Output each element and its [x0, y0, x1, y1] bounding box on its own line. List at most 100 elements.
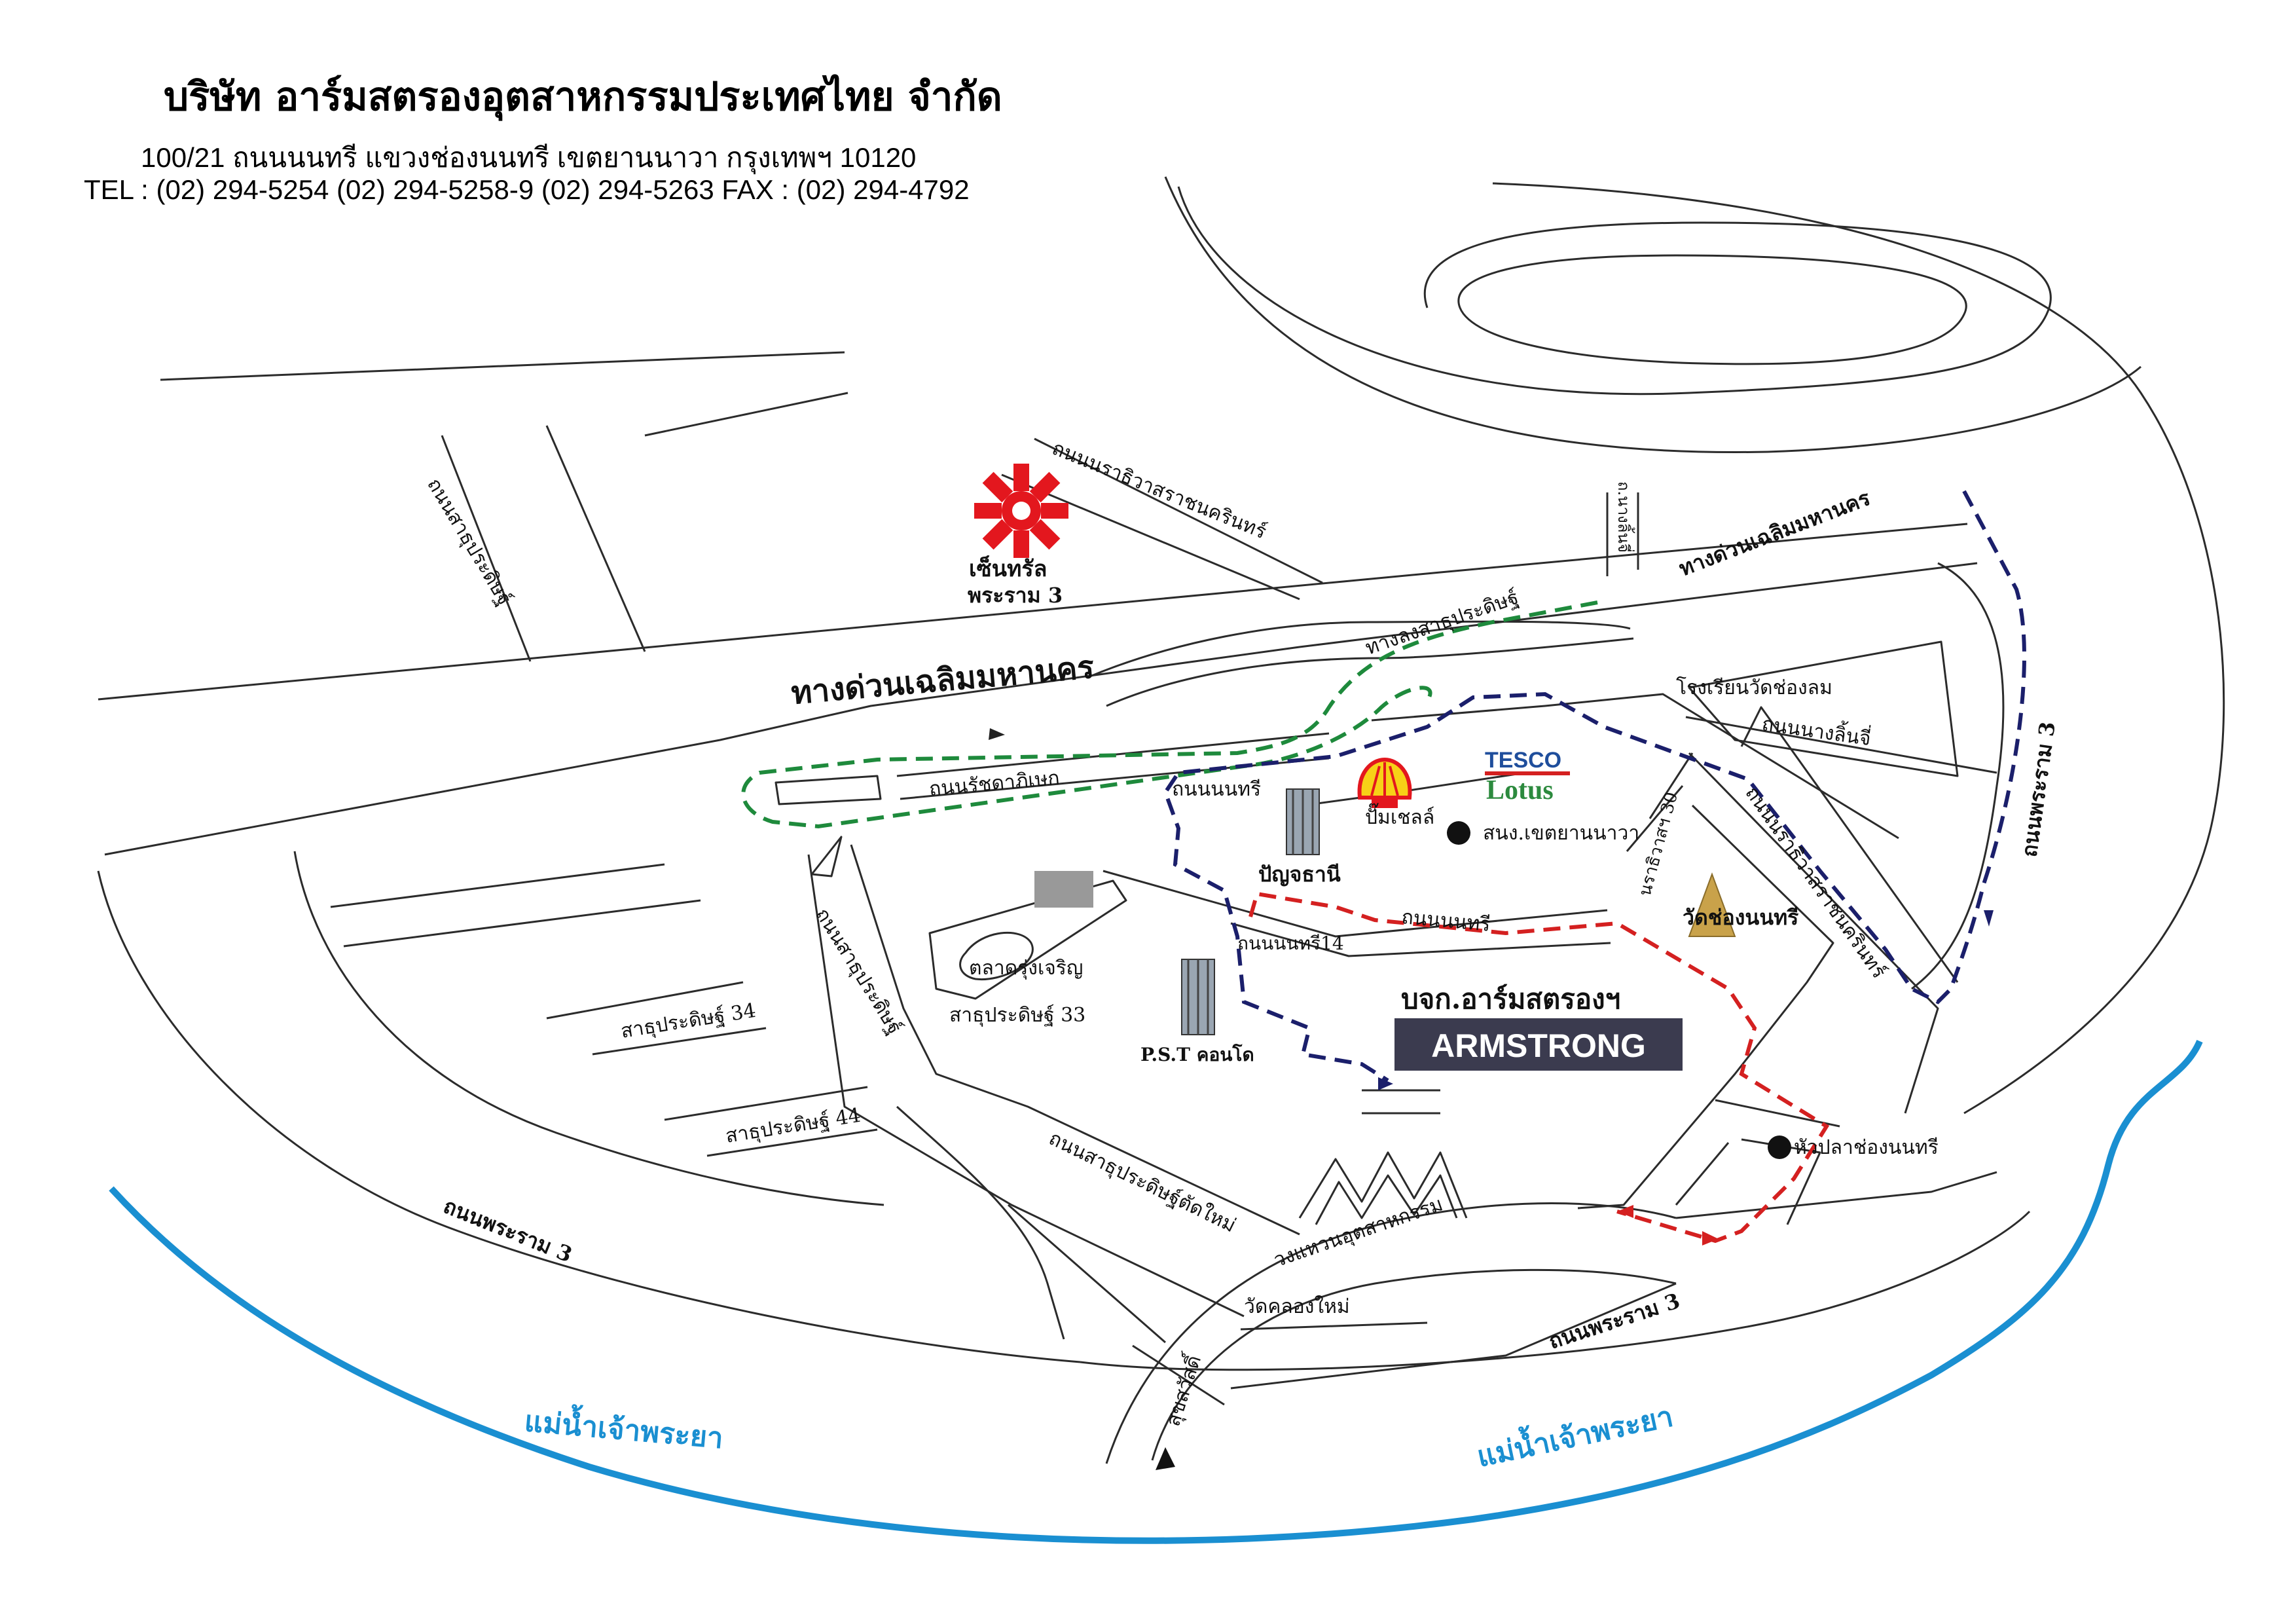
chao-phraya-river: [109, 1039, 2203, 1544]
sathu-cut-road-2: [1008, 1204, 1166, 1344]
temple-block: [1577, 804, 1834, 1209]
rama3-left-inner: [293, 851, 884, 1206]
direction-arrow-icon: [1617, 1205, 1633, 1218]
shell-label: ปั๊มเชลล์: [1365, 803, 1434, 829]
central-logo-icon: [974, 464, 1068, 558]
loop-road-outer: [1177, 186, 2052, 396]
soi-left-1: [330, 863, 665, 908]
narathiwat-top-label: ถนนนราธิวาสราชนครินทร์: [1049, 437, 1269, 544]
wat-khlong-mai-label: วัดคลองใหม่: [1244, 1295, 1350, 1318]
central-branch-label: พระราม 3: [968, 583, 1063, 608]
rama3-bottom-upper: [1675, 1171, 1997, 1219]
company-phones: TEL : (02) 294-5254 (02) 294-5258-9 (02)…: [84, 174, 970, 205]
direction-arrow-icon: [989, 728, 1005, 740]
direction-arrow-icon: [1156, 1447, 1175, 1470]
river-left-label: แม่น้ำเจ้าพระยา: [523, 1399, 725, 1455]
expressway-lower-edge: [104, 562, 1978, 856]
tesco-label: TESCO: [1485, 748, 1561, 773]
exit-ramp-outer: [1086, 620, 1631, 679]
market-loop: [959, 931, 1034, 981]
route-green: [741, 600, 1598, 829]
wat-khlong-mai-road: [1240, 1321, 1428, 1331]
armstrong-access-road: [1362, 1089, 1440, 1115]
sathu-cut-label: ถนนสาธุประดิษฐ์ตัดใหม่: [1045, 1127, 1239, 1238]
routes: [741, 490, 2026, 1470]
sathu-34-label: สาธุประดิษฐ์ 34: [619, 999, 757, 1044]
narathiwat-mid-label: ถนนนราธิวาสราชนครินทร์: [1740, 783, 1890, 983]
tesco-lotus-icon: TESCO Lotus: [1485, 748, 1570, 805]
market-block: [928, 879, 1127, 1000]
building-icon: [1181, 959, 1215, 1035]
rama3-left-inner-2: [896, 1105, 1065, 1340]
direction-arrow-icon: [1378, 1077, 1393, 1090]
sathu-pradit-main-1: [807, 854, 1245, 1318]
destination-brand-box: [1394, 1018, 1683, 1071]
road-narathiwat-top-1: [1034, 437, 1323, 584]
temple-label: วัดช่องนนทรี: [1683, 905, 1798, 930]
dot-icon: [1768, 1135, 1791, 1159]
pst-label: P.S.T คอนโด: [1140, 1043, 1254, 1065]
ring-zigzag: [1298, 1151, 1468, 1225]
triangle-island: [811, 836, 843, 877]
road-network: [97, 176, 2225, 1464]
industrial-ring-upper: [1105, 1202, 1677, 1464]
lotus-label: Lotus: [1486, 775, 1554, 805]
direction-arrow-icon: [1984, 910, 1994, 927]
hua-pla-block: [1675, 1099, 1840, 1225]
loop-road-inner: [1457, 254, 1967, 365]
loop-road-west: [1164, 176, 2141, 453]
sathu-pradit-main-2: [850, 844, 1300, 1236]
company-address: 100/21 ถนนนนทรี แขวงช่องนนทรี เขตยานนาวา…: [141, 142, 917, 173]
nonsi-upper-edge: [1371, 693, 1899, 840]
river-right-label: แม่น้ำเจ้าพระยา: [1473, 1395, 1676, 1474]
road-narathiwat-top-2: [1001, 473, 1300, 600]
market-label: ตลาดรุ่งเจริญ: [969, 957, 1083, 980]
rama3-bottom-lower: [1230, 1282, 1677, 1390]
building-icon: [1286, 788, 1320, 855]
nang-linchi-road: [1685, 716, 1997, 774]
panyathani-label: ปัญจธานี: [1258, 862, 1341, 887]
central-brand-label: เซ็นทรัล: [969, 555, 1047, 582]
rama3-right-inner-arc: [1911, 562, 2005, 990]
sathu-pradit-top-label: ถนนสาธุประดิษฐ์: [422, 474, 516, 610]
rama3-bottom-label: ถนนพระราม 3: [1546, 1288, 1683, 1354]
nang-linchi-label: ถนนนางลิ้นจี่: [1760, 709, 1873, 750]
rama3-right-label: ถนนพระราม 3: [2016, 720, 2060, 859]
school-label: โรงเรียนวัดช่องลม: [1676, 676, 1832, 699]
narathiwat-right-edge-1: [1740, 706, 1959, 983]
narathiwat-right-edge-2: [1688, 752, 1939, 1114]
destination-brand-label: ARMSTRONG: [1431, 1027, 1646, 1064]
industrial-ring-lower: [1151, 1268, 1677, 1461]
u-turn-box-left: [774, 775, 882, 805]
narathiwat-30-label: นราธิวาสฯ 30: [1635, 790, 1682, 898]
nonsi-mid-upper: [1102, 870, 1608, 938]
school-block-edge: [1688, 640, 1959, 777]
expressway-right-label: ทางด่วนเฉลิมมหานคร: [1675, 485, 1873, 581]
nonsi-mid-label: ถนนนนทรี: [1400, 906, 1491, 936]
dot-icon: [1447, 821, 1470, 845]
rama3-right-outer-arc: [1492, 182, 2225, 1115]
nonsi-14-label: ถนนนนทรี14: [1237, 932, 1344, 954]
nonsi-mid-lower: [1230, 922, 1611, 957]
temple-icon: [1688, 872, 1736, 937]
soi-sathu44-1: [664, 1086, 868, 1121]
hua-pla-label: หัวปลาช่องนนทรี: [1794, 1136, 1939, 1159]
rama3-bottom-arc: [1080, 1210, 2031, 1371]
nonsi-top-label: ถนนนนทรี: [1172, 778, 1261, 801]
soi-left-2: [343, 899, 701, 948]
destination-marker: ARMSTRONG: [1394, 1018, 1683, 1071]
route-red: [1248, 891, 1830, 1244]
sathu-33-label: สาธุประดิษฐ์ 33: [949, 1004, 1085, 1027]
direction-arrow-icon: [1702, 1231, 1719, 1246]
nang-linchi-small-label: ถ.นางลิ้นจี่: [1614, 481, 1635, 553]
soi-sathu34-1: [546, 981, 744, 1020]
market-building: [1034, 871, 1093, 908]
district-office-label: สนง.เขตยานนาวา: [1483, 822, 1639, 845]
soi-sathu34-2: [592, 1027, 767, 1056]
road-sathu-top-right-edge: [545, 425, 646, 652]
road-sathu-top-left-edge: [441, 435, 532, 662]
sathu-cut-road-1: [1132, 1344, 1225, 1406]
tesco-stripe: [1485, 771, 1570, 775]
expressway-upper-edge: [98, 523, 1968, 701]
